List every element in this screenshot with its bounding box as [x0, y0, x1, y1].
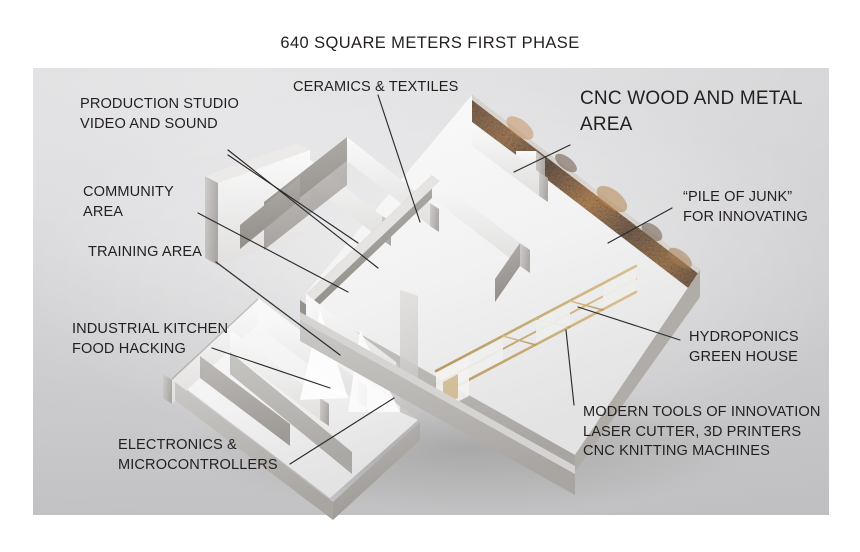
figure-title: 640 SQUARE METERS FIRST PHASE	[280, 34, 580, 52]
label-hydroponics-greenhouse: HYDROPONICS GREEN HOUSE	[689, 329, 799, 365]
label-pile-of-junk: “PILE OF JUNK” FOR INNOVATING	[683, 189, 808, 225]
label-community-area: COMMUNITY AREA	[83, 184, 174, 220]
label-production-studio: PRODUCTION STUDIO VIDEO AND SOUND	[80, 96, 239, 132]
label-industrial-kitchen: INDUSTRIAL KITCHEN FOOD HACKING	[72, 321, 229, 357]
label-training-area: TRAINING AREA	[88, 244, 203, 260]
label-modern-tools: MODERN TOOLS OF INNOVATION LASER CUTTER,…	[583, 404, 821, 459]
label-electronics-microcontrollers: ELECTRONICS & MICROCONTROLLERS	[118, 437, 278, 473]
label-cnc-wood-metal: CNC WOOD AND METAL AREA	[580, 88, 803, 135]
label-ceramics-textiles: CERAMICS & TEXTILES	[293, 79, 459, 95]
